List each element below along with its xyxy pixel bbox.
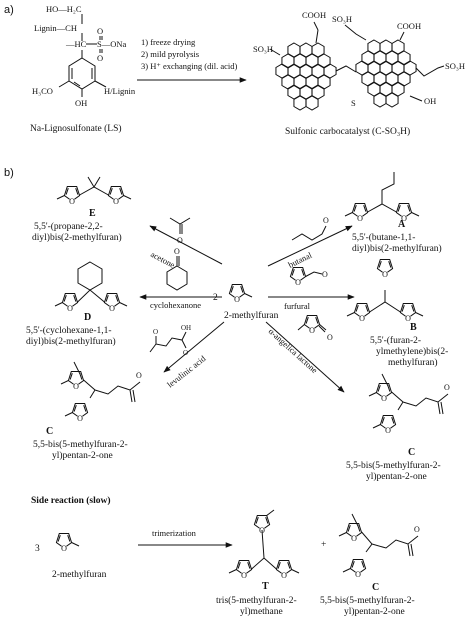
product-t-name-1: tris(5-methylfuran-2- [216,595,297,606]
product-b-name-3: methylfuran) [388,357,438,368]
arrow-acetone [149,225,223,265]
so3h-3: SO₃H [445,61,465,71]
ls-h-lignin: H/Lignin [104,86,136,96]
panel-a-label: a) [4,4,14,16]
reagent-levulinic: levulinic acid [165,353,208,390]
product-b-letter: B [410,322,417,333]
svg-text:O: O [174,247,180,256]
center-name: 2-methylfuran [224,310,279,321]
product-d-name-1: 5,5'-(cyclohexane-1,1- [26,325,112,336]
product-c-right-name-2: yl)pentan-2-one [366,471,427,482]
reagent-furfural: furfural [284,301,311,311]
svg-text:O: O [414,525,420,534]
ls-oh: OH [75,98,87,108]
butanal-structure: O [291,216,329,241]
so3h-2: SO₃H [332,14,352,24]
svg-text:O: O [444,383,450,392]
arrow-butanal [267,225,353,267]
ls-ho-ch2: HO—H₂C [46,4,82,14]
product-d-structure [55,261,127,313]
so3h-1: SO₃H [253,44,273,54]
reagent-butanal: butanal [286,250,313,270]
cooh-1: COOH [302,10,326,20]
product-e-name-2: diyl)bis(2-methylfuran) [32,232,122,243]
ls-h3co: H₃CO [32,86,53,96]
product-c-right-name-1: 5,5-bis(5-methylfuran-2- [346,460,441,471]
center-methylfuran [229,285,252,305]
graphene-sheet-left [275,42,337,111]
cyclohexanone-structure: O [166,247,188,291]
product-a-structure [345,172,419,223]
product-a-letter: A [398,219,406,230]
product-e-name-1: 5,5'-(propane-2,2- [34,221,103,232]
arrow-levulinic [163,321,225,373]
side-methylfuran [56,534,79,554]
graphene-sheet-right [355,39,417,108]
reagent-acetone: acetone [149,249,177,270]
levulinic-structure: OH O O [149,324,191,357]
furfural-structure: O [289,267,328,288]
product-c-right-letter: C [408,447,415,458]
product-b-name-1: 5,5'-(furan-2- [370,335,421,346]
condition-2: 2) mild pyrolysis [141,49,199,59]
svg-text:O: O [323,216,329,225]
svg-text:O: O [177,236,183,245]
center-coefficient: 2 [213,293,218,303]
svg-text:O: O [183,349,188,357]
product-c-right-structure: O [369,373,450,435]
ls-hc: —HC [65,39,87,49]
product-t-structure [229,509,299,580]
panel-b-label: b) [4,167,14,179]
ls-o-top: O [97,26,103,36]
svg-text:OH: OH [181,324,191,332]
carbocatalyst-name: Sulfonic carbocatalyst (C-SO₃H) [285,126,410,137]
product-c-side-name-2: yl)pentan-2-one [344,606,405,617]
acetone-structure: O [169,217,191,245]
ls-name: Na-Lignosulfonate (LS) [30,123,122,134]
product-d-name-2: diyl)bis(2-methylfuran) [26,336,116,347]
product-c-left-structure: O [61,361,142,423]
angelica-structure: O [297,315,333,342]
side-reactant-name: 2-methylfuran [52,569,107,580]
plus-sign: + [321,540,326,550]
product-e-letter: E [89,208,96,219]
product-c-side-structure: O [339,513,420,579]
svg-text:O: O [322,270,328,279]
product-c-left-letter: C [46,426,53,437]
product-a-name-1: 5,5'-(butane-1,1- [352,232,415,243]
side-reaction-title: Side reaction (slow) [31,495,111,506]
product-e-structure [57,176,131,206]
ls-so3na: S—ONa [97,39,127,49]
carbocatalyst-structure: COOH SO₃H COOH SO₃H SO₃H S OH [253,10,465,111]
reagent-cyclohexanone: cyclohexanone [150,300,201,310]
s-atom: S [351,98,356,108]
product-a-name-2: diyl)bis(2-methylfuran) [352,243,442,254]
condition-1: 1) freeze drying [141,37,196,47]
product-d-letter: D [84,312,91,323]
lignosulfonate-structure: HO—H₂C Lignin—CH —HC O S—ONa O H₃CO H/Li… [32,4,136,108]
product-t-name-2: yl)methane [240,606,283,617]
ls-o-bottom: O [97,53,103,63]
condition-3: 3) H⁺ exchanging (dil. acid) [141,61,237,71]
product-b-name-2: ylmethylene)bis(2- [376,346,448,357]
arrow-angelica [265,321,345,393]
cooh-2: COOH [397,21,421,31]
svg-text:O: O [136,371,142,380]
product-c-side-letter: C [372,582,379,593]
side-coefficient: 3 [35,544,40,554]
svg-text:O: O [327,333,333,342]
oh-group: OH [424,96,436,106]
product-c-left-name-2: yl)pentan-2-one [52,450,113,461]
ls-lignin-ch: Lignin—CH [34,23,77,33]
product-c-left-name-1: 5,5-bis(5-methylfuran-2- [33,439,128,450]
side-condition: trimerization [152,528,197,538]
product-c-side-name-1: 5,5-bis(5-methylfuran-2- [320,595,415,606]
svg-text:O: O [153,328,158,336]
product-t-letter: T [262,581,269,592]
product-b-structure [347,259,423,324]
